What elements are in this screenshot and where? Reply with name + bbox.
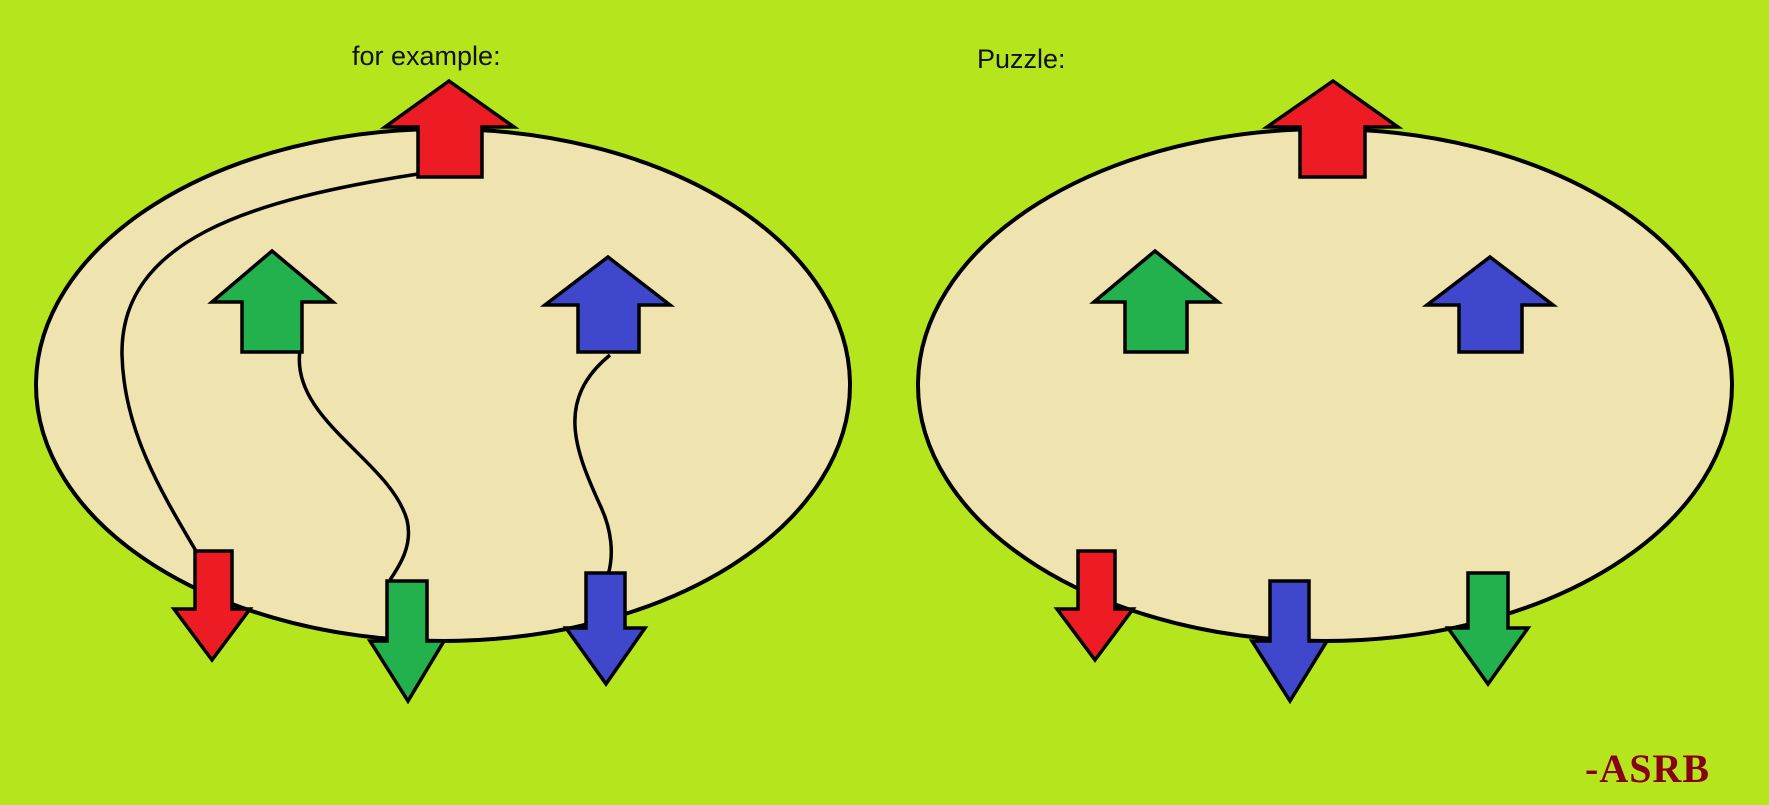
example-ellipse — [34, 127, 852, 643]
green-target-arrow — [1444, 571, 1532, 688]
green-connection-line — [297, 349, 411, 581]
red-target-arrow — [170, 549, 254, 663]
example-panel: for example: — [34, 41, 852, 705]
blue-target-arrow — [1248, 579, 1331, 705]
blue-target-arrow — [562, 571, 649, 688]
green-source-arrow — [1089, 248, 1223, 354]
blue-connection-line — [573, 353, 614, 576]
green-target-arrow — [366, 579, 448, 705]
signature-text: -ASRB — [1585, 746, 1710, 791]
blue-source-arrow — [539, 254, 676, 354]
red-target-arrow — [1053, 549, 1137, 663]
example-label: for example: — [352, 41, 501, 71]
red-source-arrow — [379, 78, 520, 179]
red-source-arrow — [1261, 78, 1404, 179]
puzzle-ellipse — [916, 127, 1734, 643]
puzzle-panel: Puzzle: — [916, 44, 1734, 705]
red-connection-line — [120, 172, 419, 552]
blue-source-arrow — [1421, 254, 1559, 354]
puzzle-label: Puzzle: — [977, 44, 1066, 74]
green-source-arrow — [207, 248, 338, 354]
